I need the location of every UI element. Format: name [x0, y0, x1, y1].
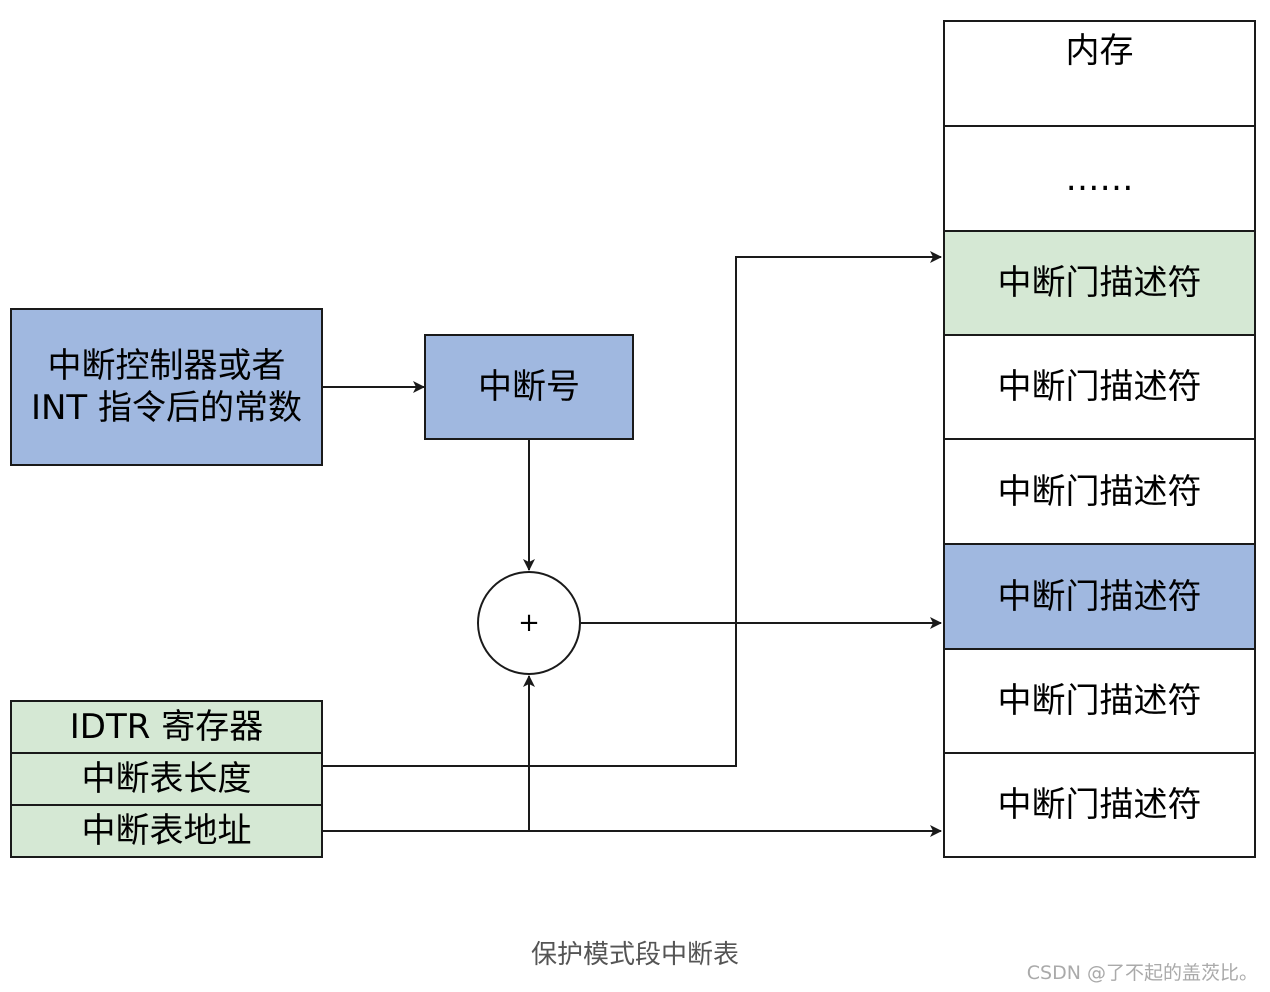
- memory-header-cell: 内存: [943, 20, 1256, 127]
- memory-header: 内存: [1065, 31, 1134, 71]
- descriptor-cell-selected: 中断门描述符: [943, 543, 1256, 650]
- adder-circle: +: [477, 571, 581, 675]
- descriptor-cell: 中断门描述符: [943, 752, 1256, 858]
- descriptor-cell: 中断门描述符: [943, 438, 1256, 545]
- interrupt-source-line2: INT 指令后的常数: [30, 388, 303, 428]
- descriptor-label: 中断门描述符: [997, 471, 1202, 512]
- interrupt-number-label: 中断号: [478, 367, 580, 407]
- memory-ellipsis-cell: ……: [943, 125, 1256, 232]
- descriptor-label: 中断门描述符: [997, 263, 1202, 303]
- watermark: CSDN @了不起的盖茨比。: [1026, 962, 1258, 984]
- idtr-title-cell: IDTR 寄存器: [10, 700, 323, 754]
- descriptor-cell: 中断门描述符: [943, 648, 1256, 754]
- descriptor-label: 中断门描述符: [997, 681, 1202, 721]
- memory-ellipsis: ……: [1065, 158, 1134, 199]
- idtr-length-cell: 中断表长度: [10, 752, 323, 806]
- idtr-title: IDTR 寄存器: [69, 707, 264, 747]
- interrupt-source-box: 中断控制器或者 INT 指令后的常数: [10, 308, 323, 466]
- descriptor-label: 中断门描述符: [997, 785, 1202, 825]
- plus-symbol: +: [518, 608, 540, 638]
- interrupt-source-line1: 中断控制器或者: [47, 346, 286, 386]
- idtr-address-cell: 中断表地址: [10, 804, 323, 858]
- descriptor-cell: 中断门描述符: [943, 334, 1256, 440]
- idtr-length-label: 中断表长度: [81, 759, 252, 799]
- descriptor-cell: 中断门描述符: [943, 230, 1256, 336]
- idtr-address-label: 中断表地址: [81, 811, 252, 851]
- descriptor-label: 中断门描述符: [997, 367, 1202, 407]
- interrupt-number-box: 中断号: [424, 334, 634, 440]
- descriptor-label: 中断门描述符: [997, 576, 1202, 617]
- figure-caption: 保护模式段中断表: [530, 940, 739, 970]
